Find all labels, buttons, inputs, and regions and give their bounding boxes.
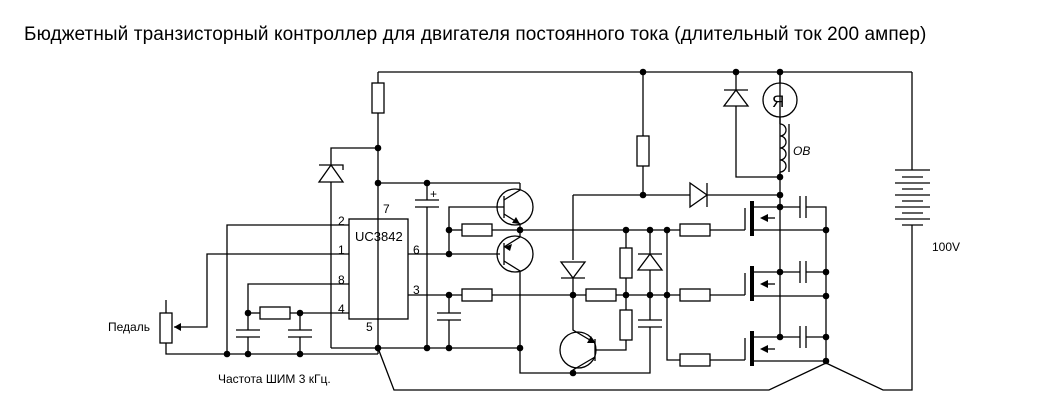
snubber-capacitors <box>780 196 827 361</box>
freewheel-diode <box>722 72 780 178</box>
battery-voltage-label: 100V <box>932 240 960 254</box>
pin-4-label: 4 <box>338 302 345 316</box>
uc3842-ic: UC3842 7 2 1 6 8 3 4 5 <box>338 202 420 334</box>
ground-return <box>377 242 913 391</box>
field-winding: ОВ <box>779 123 810 177</box>
pin2-net <box>226 224 349 354</box>
timing-capacitor-1 <box>236 313 260 354</box>
mosfet-2 <box>744 266 826 301</box>
pin3-capacitor <box>437 295 461 348</box>
field-winding-label: ОВ <box>793 144 810 158</box>
motor-armature: Я <box>762 72 798 124</box>
gate-bias-resistor <box>636 72 650 199</box>
pin-8-label: 8 <box>338 273 345 287</box>
ic-label: UC3842 <box>355 229 403 244</box>
timing-resistor <box>259 306 291 320</box>
top-supply-rail <box>377 68 913 170</box>
diode-vertical-right <box>636 230 664 295</box>
cap-plus-label: + <box>430 187 437 201</box>
schematic-title: Бюджетный транзисторный контроллер для д… <box>24 24 927 45</box>
pedal-label: Педаль <box>108 320 150 334</box>
diode-vertical-left <box>559 261 587 295</box>
timing-capacitor-2 <box>288 313 312 354</box>
npn-driver-transistor <box>496 183 534 230</box>
armature-label: Я <box>772 92 784 111</box>
speedup-capacitor <box>519 295 662 374</box>
battery: 100V <box>895 169 960 254</box>
pnp-driver-transistor <box>496 230 534 348</box>
discharge-transistor <box>559 295 597 373</box>
pedal-potentiometer <box>159 300 378 355</box>
mosfet-1 <box>744 201 826 236</box>
pin-3-label: 3 <box>413 283 420 297</box>
pwm-frequency-label: Частота ШИМ 3 кГц. <box>218 372 331 386</box>
pin-1-label: 1 <box>338 243 345 257</box>
pin-6-label: 6 <box>413 243 420 257</box>
pin1-net <box>174 253 349 328</box>
electrolytic-capacitor: + <box>378 179 520 348</box>
pin-5-label: 5 <box>366 320 373 334</box>
gate-resistor-2 <box>679 288 745 302</box>
mosfet-3 <box>744 331 826 366</box>
pin-7-label: 7 <box>383 202 390 216</box>
diode-to-drain <box>689 181 780 209</box>
gate-resistor-3 <box>679 353 745 367</box>
zener-diode <box>317 147 378 349</box>
pin-2-label: 2 <box>338 214 345 228</box>
gate-resistor-1 <box>679 223 745 237</box>
